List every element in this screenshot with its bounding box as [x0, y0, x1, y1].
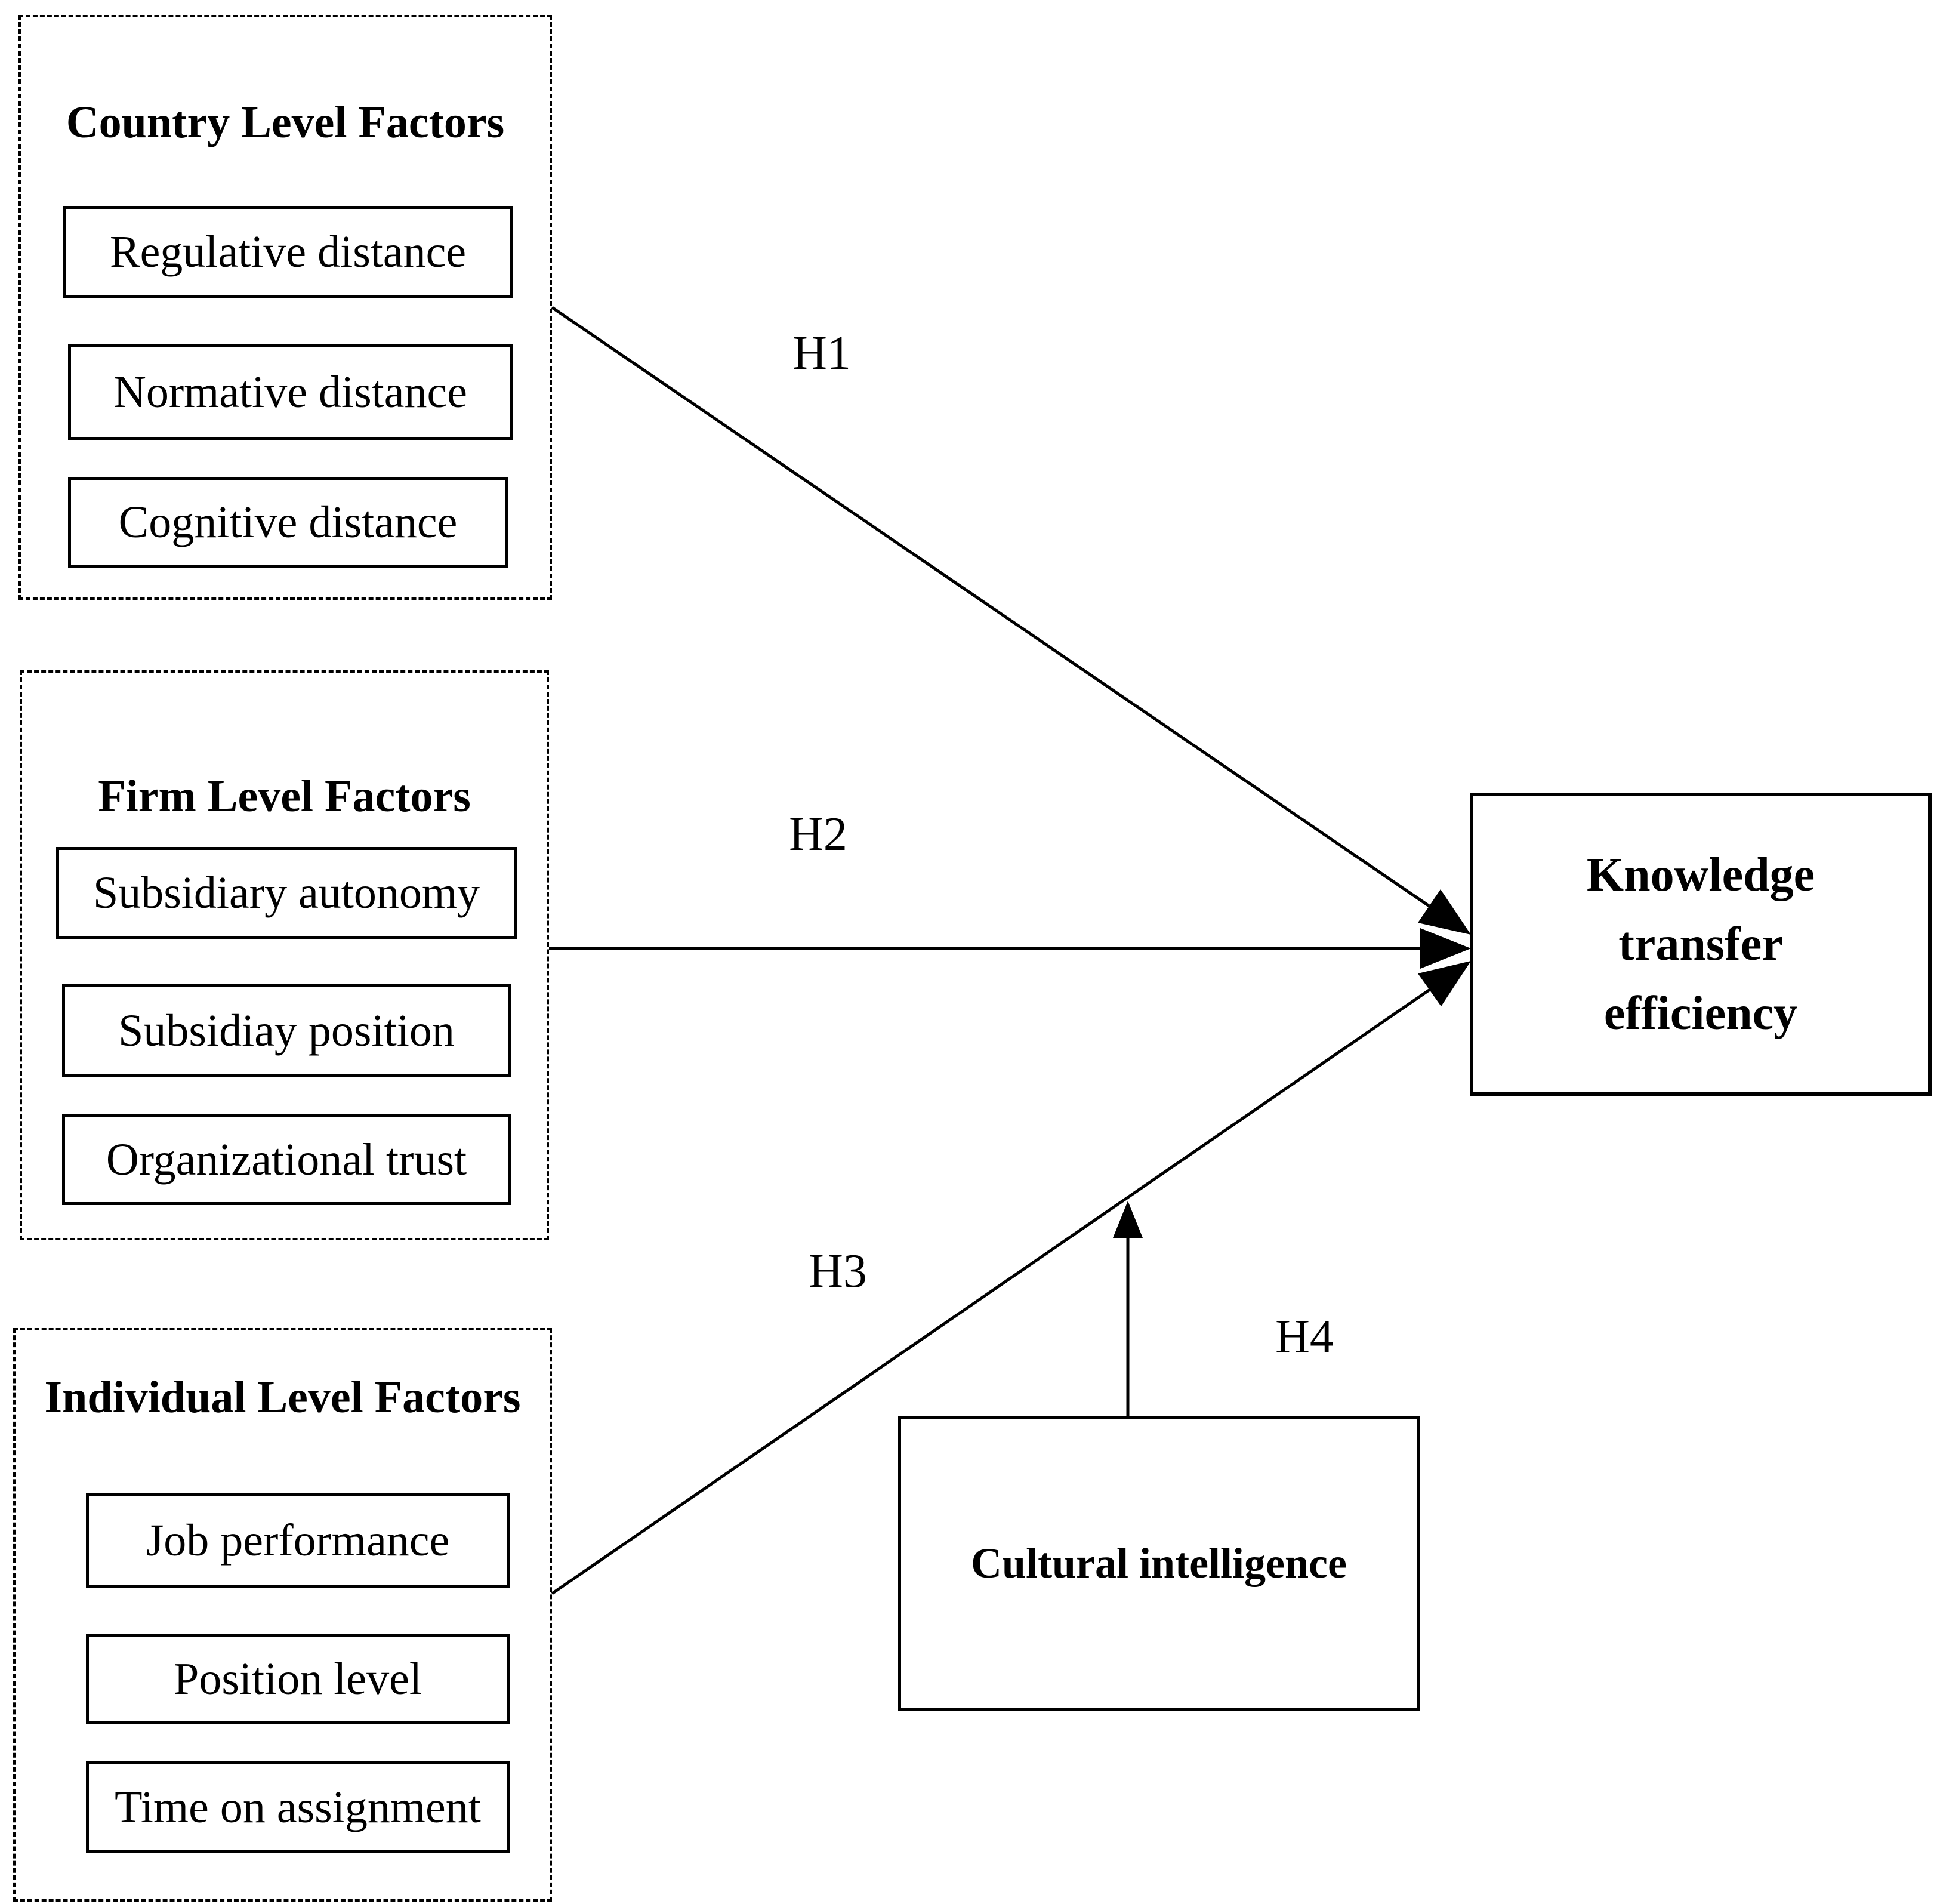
factor-box-subsidiay-position: Subsidiay position [62, 984, 511, 1077]
factor-box-normative-distance: Normative distance [68, 344, 513, 440]
factor-label: Position level [174, 1654, 422, 1704]
factor-label: Subsidiary autonomy [92, 868, 480, 918]
factor-box-job-performance: Job performance [86, 1493, 510, 1588]
hypothesis-label-h4: H4 [1275, 1311, 1334, 1363]
group-title-firm: Firm Level Factors [98, 771, 471, 821]
moderator-label: Cultural intelligence [971, 1539, 1347, 1587]
h1-arrowhead-icon [1418, 889, 1471, 935]
factor-box-subsidiary-autonomy: Subsidiary autonomy [56, 847, 517, 939]
group-country-level-factors: Country Level Factors Regulative distanc… [18, 15, 552, 600]
factor-label: Organizational trust [106, 1134, 467, 1185]
outcome-box-knowledge-transfer-efficiency: Knowledge transfer efficiency [1470, 793, 1932, 1096]
factor-label: Cognitive distance [118, 497, 458, 547]
hypothesis-label-h1: H1 [792, 327, 851, 380]
hypothesis-label-h3: H3 [809, 1245, 867, 1298]
hypothesis-label-h2: H2 [789, 808, 847, 861]
factor-box-position-level: Position level [86, 1634, 510, 1724]
group-title-individual: Individual Level Factors [44, 1372, 521, 1422]
factor-label: Subsidiay position [118, 1005, 455, 1056]
h2-arrowhead-icon [1420, 928, 1471, 969]
h1-arrow-line [551, 306, 1430, 908]
h4-arrowhead-icon [1113, 1201, 1143, 1238]
h3-arrow-line [551, 988, 1431, 1595]
factor-box-regulative-distance: Regulative distance [63, 206, 513, 298]
h3-arrowhead-icon [1418, 961, 1471, 1006]
factor-box-organizational-trust: Organizational trust [62, 1114, 511, 1205]
factor-box-cognitive-distance: Cognitive distance [68, 477, 508, 568]
group-firm-level-factors: Firm Level Factors Subsidiary autonomy S… [20, 670, 549, 1240]
group-title-country: Country Level Factors [66, 97, 505, 147]
group-individual-level-factors: Individual Level Factors Job performance… [13, 1328, 552, 1902]
factor-box-time-on-assignment: Time on assignment [86, 1761, 510, 1853]
factor-label: Time on assignment [115, 1782, 481, 1832]
outcome-label: Knowledge transfer efficiency [1586, 849, 1815, 1040]
factor-label: Job performance [146, 1515, 450, 1566]
moderator-box-cultural-intelligence: Cultural intelligence [898, 1416, 1420, 1711]
factor-label: Normative distance [113, 367, 467, 417]
factor-label: Regulative distance [109, 227, 467, 277]
